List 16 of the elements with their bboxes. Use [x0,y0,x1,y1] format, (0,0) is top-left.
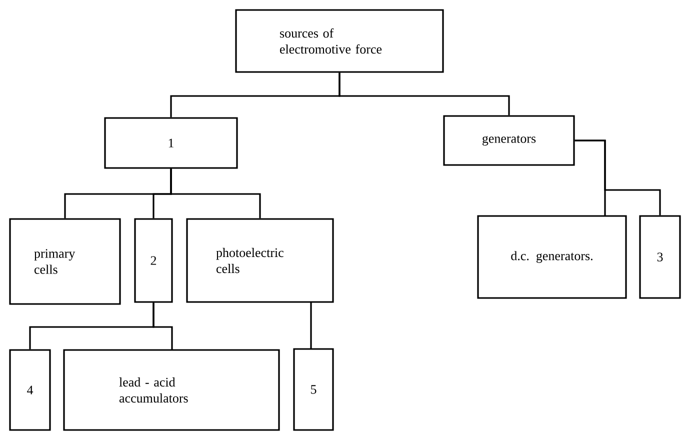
box: photoelectric cells [186,218,334,303]
box: 3 [639,215,681,299]
box: 4 [9,349,51,431]
box: d.c. generators. [477,215,627,299]
box: lead - acid accumulators [63,349,280,431]
connector [338,72,510,116]
box: 5 [293,348,334,431]
box: primary cells [9,218,121,305]
box: generators [443,115,575,166]
connector [574,140,661,216]
connector [152,302,173,350]
box: 2 [134,218,173,303]
connector [310,302,312,349]
box: sources of electromotive force [235,9,444,73]
connector [170,168,261,218]
box: 1 [104,117,238,169]
